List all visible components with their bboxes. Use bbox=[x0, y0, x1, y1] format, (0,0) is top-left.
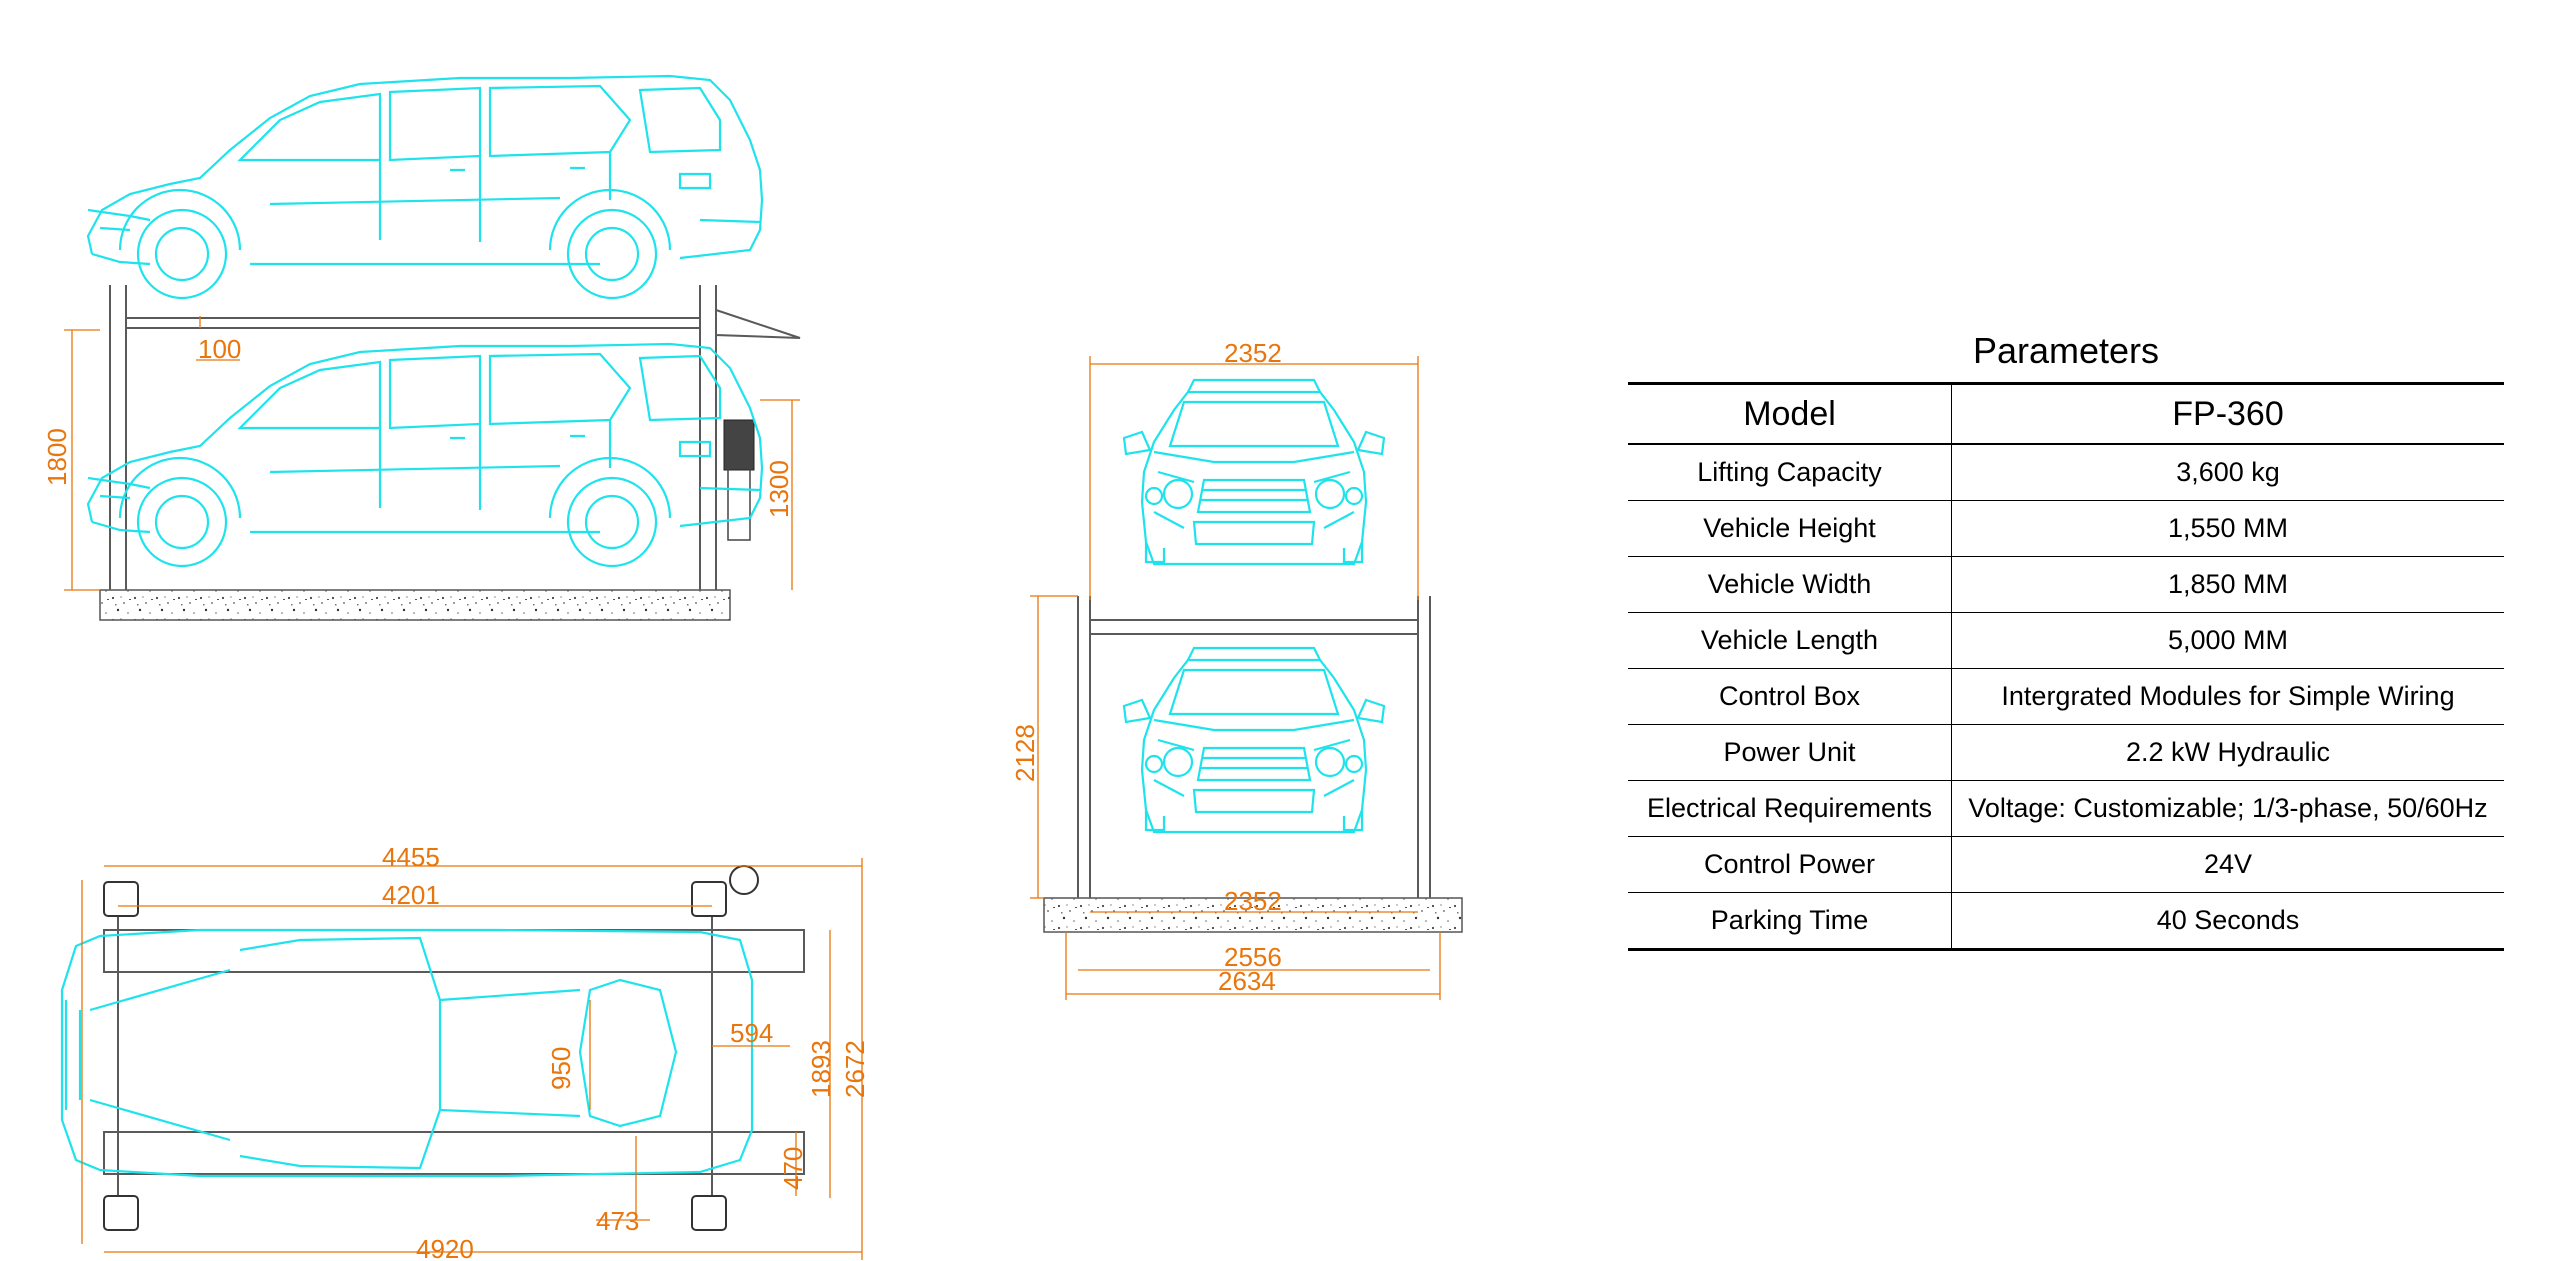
dim-front-height-2128: 2128 bbox=[1010, 724, 1040, 782]
row-value: 3,600 kg bbox=[1951, 444, 2504, 501]
front-view-dimensions bbox=[1030, 356, 1441, 1000]
row-value: Intergrated Modules for Simple Wiring bbox=[1951, 668, 2504, 725]
dim-total-height-1800: 1800 bbox=[42, 428, 72, 486]
dim-top-offset-594: 594 bbox=[730, 1018, 773, 1048]
dim-top-outer-length-4455: 4455 bbox=[382, 842, 440, 872]
row-value: 24V bbox=[1951, 836, 2504, 893]
row-label: Power Unit bbox=[1628, 724, 1952, 781]
parameters-title: Parameters bbox=[1972, 330, 2160, 371]
row-value: 1,850 MM bbox=[1951, 556, 2504, 613]
dim-front-width-2556: 2556 bbox=[1224, 942, 1282, 972]
dim-front-inner-width-2352: 2352 bbox=[1224, 886, 1282, 916]
model-label: Model bbox=[1628, 382, 1952, 445]
dim-front-top-width-2352: 2352 bbox=[1224, 338, 1282, 368]
front-view bbox=[1043, 378, 1463, 933]
row-label: Electrical Requirements bbox=[1628, 780, 1952, 837]
row-label: Vehicle Height bbox=[1628, 500, 1952, 557]
row-label: Control Box bbox=[1628, 668, 1952, 725]
dim-lift-height-1300: 1300 bbox=[764, 460, 794, 518]
row-value: 40 Seconds bbox=[1951, 892, 2504, 951]
row-label: Vehicle Width bbox=[1628, 556, 1952, 613]
dim-front-width-2634: 2634 bbox=[1218, 966, 1276, 996]
dim-top-ramp-470: 470 bbox=[778, 1147, 808, 1190]
top-view-dimensions bbox=[81, 858, 863, 1260]
dim-top-outer-width-2672: 2672 bbox=[840, 1040, 870, 1098]
row-value: Voltage: Customizable; 1/3-phase, 50/60H… bbox=[1951, 780, 2504, 837]
row-label: Control Power bbox=[1628, 836, 1952, 893]
row-value: 5,000 MM bbox=[1951, 612, 2504, 669]
side-view-dimensions bbox=[64, 316, 800, 591]
dim-gap-100: 100 bbox=[198, 334, 241, 364]
parameters-table: Parameters Model FP-360 Lifting Capacity… bbox=[1628, 320, 2504, 951]
dim-top-post-span-4201: 4201 bbox=[382, 880, 440, 910]
row-label: Vehicle Length bbox=[1628, 612, 1952, 669]
table-header-row: Model FP-360 bbox=[1628, 382, 2504, 445]
row-value: 2.2 kW Hydraulic bbox=[1951, 724, 2504, 781]
dim-top-platform-width-950: 950 bbox=[546, 1047, 576, 1090]
model-value: FP-360 bbox=[1951, 382, 2504, 445]
row-label: Lifting Capacity bbox=[1628, 444, 1952, 501]
row-label: Parking Time bbox=[1628, 892, 1952, 951]
dim-top-total-length-4920: 4920 bbox=[416, 1234, 474, 1261]
dim-top-inner-width-1893: 1893 bbox=[806, 1040, 836, 1098]
row-value: 1,550 MM bbox=[1951, 500, 2504, 557]
side-view bbox=[86, 74, 801, 621]
top-view bbox=[60, 865, 805, 1231]
dim-top-tail-473: 473 bbox=[596, 1206, 639, 1236]
